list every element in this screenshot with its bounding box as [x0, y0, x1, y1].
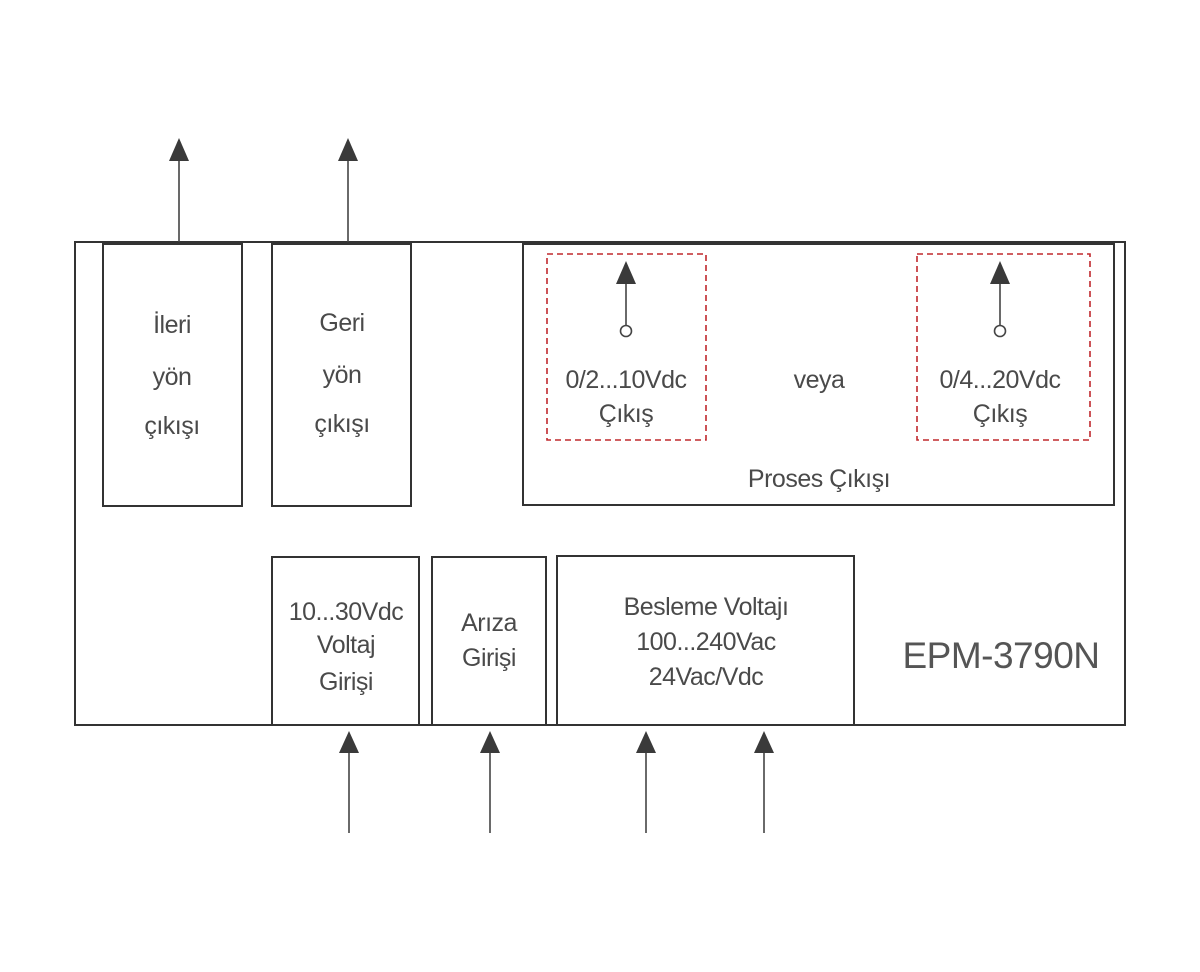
current-option-label: Çıkış: [973, 400, 1027, 428]
fault-input-line-2: Girişi: [462, 644, 516, 672]
voltage-input-box: [271, 556, 420, 726]
fault-input-box: [431, 556, 547, 726]
model-name: EPM-3790N: [902, 635, 1099, 676]
forward-output-arrow-icon: [169, 138, 189, 161]
current-option-dashed-box: [916, 253, 1091, 441]
option-separator: veya: [794, 366, 845, 394]
voltage-option-label: Çıkış: [599, 400, 653, 428]
reverse-output-line-1: Geri: [319, 309, 364, 337]
supply-voltage-line-1: Besleme Voltajı: [624, 593, 789, 621]
forward-output-box: [102, 243, 243, 507]
supply-voltage-arrow-icon-2: [754, 731, 774, 753]
reverse-output-line-2: yön: [323, 361, 362, 389]
voltage-input-line-3: Girişi: [319, 668, 373, 696]
forward-output-block: İleri yön çıkışı: [102, 138, 243, 507]
forward-output-line-2: yön: [153, 363, 192, 391]
reverse-output-box: [271, 243, 412, 507]
fault-input-arrow-icon: [480, 731, 500, 753]
reverse-output-block: Geri yön çıkışı: [271, 138, 412, 507]
voltage-option-dashed-box: [546, 253, 707, 441]
process-output-box: [522, 243, 1115, 506]
supply-voltage-line-3: 24Vac/Vdc: [649, 663, 764, 691]
reverse-output-arrow-icon: [338, 138, 358, 161]
forward-output-line-3: çıkışı: [144, 412, 199, 440]
reverse-output-line-3: çıkışı: [314, 410, 369, 438]
fault-input-line-1: Arıza: [461, 609, 517, 637]
process-output-title: Proses Çıkışı: [748, 465, 890, 493]
current-option-arrow-icon: [990, 261, 1010, 284]
current-option-range: 0/4...20Vdc: [940, 366, 1061, 394]
voltage-input-line-1: 10...30Vdc: [289, 598, 404, 626]
voltage-option-range: 0/2...10Vdc: [566, 366, 687, 394]
supply-voltage-arrow-icon-1: [636, 731, 656, 753]
process-output-block: 0/2...10Vdc Çıkış veya 0/4...20Vdc Çıkış…: [522, 243, 1115, 506]
fault-input-block: Arıza Girişi: [431, 556, 547, 833]
current-option-terminal-icon: [993, 324, 1007, 338]
voltage-input-block: 10...30Vdc Voltaj Girişi: [271, 556, 420, 833]
forward-output-line-1: İleri: [153, 310, 191, 339]
supply-voltage-line-2: 100...240Vac: [636, 628, 775, 656]
supply-voltage-block: Besleme Voltajı 100...240Vac 24Vac/Vdc: [556, 555, 855, 833]
voltage-input-line-2: Voltaj: [317, 631, 375, 659]
voltage-option-arrow-icon: [616, 261, 636, 284]
supply-voltage-box: [556, 555, 855, 726]
voltage-input-arrow-icon: [339, 731, 359, 753]
voltage-option-terminal-icon: [619, 324, 633, 338]
